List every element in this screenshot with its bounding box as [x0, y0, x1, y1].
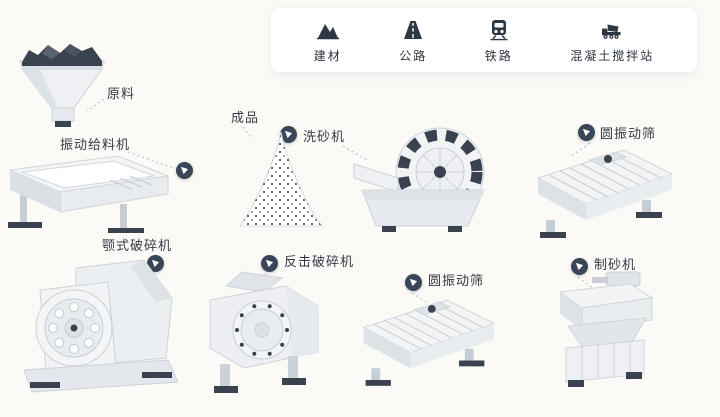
legend-item-building-materials: 建材 [314, 17, 342, 64]
legend-label: 铁路 [484, 48, 513, 63]
legend-label: 混凝土搅拌站 [570, 48, 655, 63]
connector-screen-top [569, 142, 591, 158]
legend-label: 公路 [399, 48, 428, 63]
jaw-crusher-illustration [23, 259, 179, 393]
railway-icon [490, 19, 508, 40]
label-raw-material: 原料 [107, 86, 136, 101]
connector-screen-bottom [411, 292, 429, 304]
label-impact-crusher: 反击破碎机 [284, 254, 355, 269]
flow-badge-vibrating-feeder [176, 162, 193, 179]
arrow-icon [575, 262, 584, 271]
label-vibrating-feeder: 振动给料机 [60, 137, 131, 152]
legend-item-highway: 公路 [399, 17, 427, 64]
connector-raw-material [86, 98, 105, 112]
arrow-icon [409, 278, 418, 287]
flow-badge-impact-crusher [261, 255, 278, 272]
building-materials-icon [316, 23, 339, 39]
application-legend: 建材 公路 铁路 [271, 8, 697, 72]
highway-icon [404, 20, 423, 39]
label-jaw-crusher: 颚式破碎机 [102, 238, 173, 253]
concrete-mixer-truck-icon [602, 24, 621, 39]
sand-washer-illustration [353, 127, 485, 232]
connector-sand-washer [342, 145, 370, 162]
vibrating-feeder-illustration [8, 155, 170, 233]
finished-product-pile-illustration [239, 131, 324, 227]
arrow-icon [582, 128, 591, 137]
legend-item-concrete-mixing-station: 混凝土搅拌站 [570, 17, 654, 64]
label-sand-maker: 制砂机 [594, 257, 637, 272]
label-sand-washer: 洗砂机 [303, 129, 346, 144]
circular-vibrating-screen-bottom-illustration [362, 299, 496, 386]
label-screen-bottom: 圆振动筛 [428, 273, 485, 288]
flow-badge-screen-top [578, 124, 595, 141]
arrow-icon [284, 130, 293, 139]
sand-maker-illustration [558, 271, 654, 387]
flow-badge-sand-maker [571, 258, 588, 275]
legend-item-railway: 铁路 [485, 17, 513, 64]
label-finished-product: 成品 [231, 110, 260, 125]
flow-badge-jaw-crusher [147, 255, 164, 272]
arrow-icon [151, 259, 160, 268]
raw-material-hopper-illustration [18, 44, 106, 127]
arrow-icon [265, 259, 274, 268]
legend-label: 建材 [313, 48, 342, 63]
label-screen-top: 圆振动筛 [600, 126, 657, 141]
impact-crusher-illustration [209, 271, 319, 393]
flow-badge-sand-washer [280, 126, 297, 143]
flow-badge-screen-bottom [405, 274, 422, 291]
connector-sand-maker [577, 276, 595, 290]
circular-vibrating-screen-top-illustration [536, 149, 674, 238]
arrow-icon [180, 166, 189, 175]
